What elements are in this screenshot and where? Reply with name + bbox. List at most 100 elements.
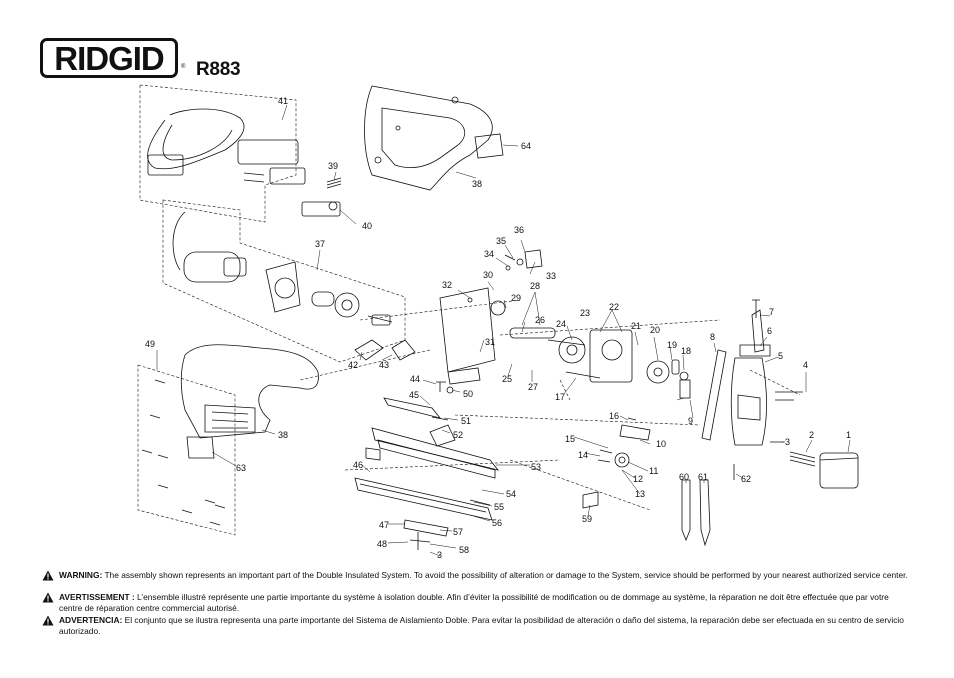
callout-58: 58 <box>459 545 469 555</box>
callout-45: 45 <box>409 390 419 400</box>
part-47-58 <box>403 519 449 550</box>
callout-15: 15 <box>565 434 575 444</box>
callout-34: 34 <box>484 249 494 259</box>
warning-triangle-icon <box>42 570 54 581</box>
warning-french: AVERTISSEMENT : L’ensemble illustré repr… <box>42 592 914 614</box>
warning-title: WARNING: <box>59 570 103 580</box>
group-box-49 <box>137 364 236 536</box>
callout-30: 30 <box>483 270 493 280</box>
part-63-label <box>186 436 215 459</box>
part-plunger-gears <box>490 300 691 399</box>
callout-33: 33 <box>546 271 556 281</box>
part-base <box>354 424 500 521</box>
callout-27: 27 <box>528 382 538 392</box>
warning-english: WARNING: The assembly shown represents a… <box>42 570 914 581</box>
callout-56: 56 <box>492 518 502 528</box>
part-10-16 <box>597 417 651 468</box>
part-64-label <box>474 133 504 159</box>
callout-49: 49 <box>145 339 155 349</box>
callout-43: 43 <box>379 360 389 370</box>
callout-38b: 38 <box>278 430 288 440</box>
part-switch-wiring <box>147 108 306 185</box>
callout-38: 38 <box>472 179 482 189</box>
callout-41: 41 <box>278 96 288 106</box>
warning-triangle-icon <box>42 592 54 603</box>
advertencia-text: El conjunto que se ilustra representa un… <box>59 615 904 636</box>
callout-53: 53 <box>531 462 541 472</box>
callout-64: 64 <box>521 141 531 151</box>
callout-4: 4 <box>803 360 808 370</box>
part-blade-61 <box>699 479 711 547</box>
part-42 <box>354 339 384 361</box>
warning-text: The assembly shown represents an importa… <box>102 570 908 580</box>
part-4-screws <box>770 391 803 443</box>
callout-59: 59 <box>582 514 592 524</box>
callout-60: 60 <box>679 472 689 482</box>
callout-31: 31 <box>485 337 495 347</box>
exploded-parts-diagram: 1 2 3 3 4 5 6 7 8 9 10 11 12 13 14 15 16… <box>137 84 859 560</box>
model-number: R883 <box>196 59 241 80</box>
callout-3b: 3 <box>437 550 442 560</box>
part-battery <box>819 452 859 489</box>
avertissement-text: L’ensemble illustré représente une parti… <box>59 592 889 613</box>
callout-51: 51 <box>461 416 471 426</box>
callout-52: 52 <box>453 430 463 440</box>
callout-62: 62 <box>741 474 751 484</box>
callout-5: 5 <box>778 351 783 361</box>
callout-11: 11 <box>649 466 658 476</box>
part-housing-left <box>180 344 319 439</box>
warning-spanish: ADVERTENCIA: El conjunto que se ilustra … <box>42 615 914 637</box>
ridgid-logo: RIDGID <box>40 38 178 78</box>
callout-54: 54 <box>506 489 516 499</box>
part-blade-clamp <box>383 381 454 421</box>
callout-25: 25 <box>502 374 512 384</box>
callout-8: 8 <box>710 332 715 342</box>
callout-7: 7 <box>769 307 774 317</box>
part-gear-housing <box>439 287 496 385</box>
callout-24: 24 <box>556 319 566 329</box>
callout-57: 57 <box>453 527 463 537</box>
callout-10: 10 <box>656 439 666 449</box>
callout-17: 17 <box>555 392 565 402</box>
callout-6: 6 <box>767 326 772 336</box>
callout-42: 42 <box>348 360 358 370</box>
part-40 <box>301 201 341 217</box>
group-box-37 <box>162 199 406 363</box>
warning-triangle-icon <box>42 615 54 626</box>
callout-29: 29 <box>511 293 521 303</box>
logo-text: RIDGID <box>54 39 164 77</box>
part-front-housing <box>701 299 771 446</box>
part-blade-60 <box>681 479 691 542</box>
callout-55: 55 <box>494 502 504 512</box>
callout-18: 18 <box>681 346 691 356</box>
callout-47: 47 <box>379 520 389 530</box>
callout-13: 13 <box>635 489 645 499</box>
callout-22: 22 <box>609 302 619 312</box>
callout-40: 40 <box>362 221 372 231</box>
part-43 <box>391 339 416 361</box>
callout-9: 9 <box>688 416 693 426</box>
advertencia-title: ADVERTENCIA: <box>59 615 123 625</box>
part-motor <box>172 211 393 326</box>
callout-63: 63 <box>236 463 246 473</box>
group-box-41 <box>139 84 297 223</box>
callout-50: 50 <box>463 389 473 399</box>
callout-48: 48 <box>377 539 387 549</box>
callout-3: 3 <box>785 437 790 447</box>
callout-12: 12 <box>633 474 643 484</box>
callout-61: 61 <box>698 472 708 482</box>
avertissement-title: AVERTISSEMENT : <box>59 592 135 602</box>
callout-39: 39 <box>328 161 338 171</box>
callout-1: 1 <box>846 430 851 440</box>
callout-2: 2 <box>809 430 814 440</box>
callout-36: 36 <box>514 225 524 235</box>
part-2-key <box>789 451 816 467</box>
callout-21: 21 <box>631 321 641 331</box>
callout-23: 23 <box>580 308 590 318</box>
callout-20: 20 <box>650 325 660 335</box>
part-49-screws <box>141 379 226 526</box>
callout-37: 37 <box>315 239 325 249</box>
registered-mark: ® <box>181 64 186 70</box>
part-59 <box>582 491 599 509</box>
callout-28: 28 <box>530 281 540 291</box>
